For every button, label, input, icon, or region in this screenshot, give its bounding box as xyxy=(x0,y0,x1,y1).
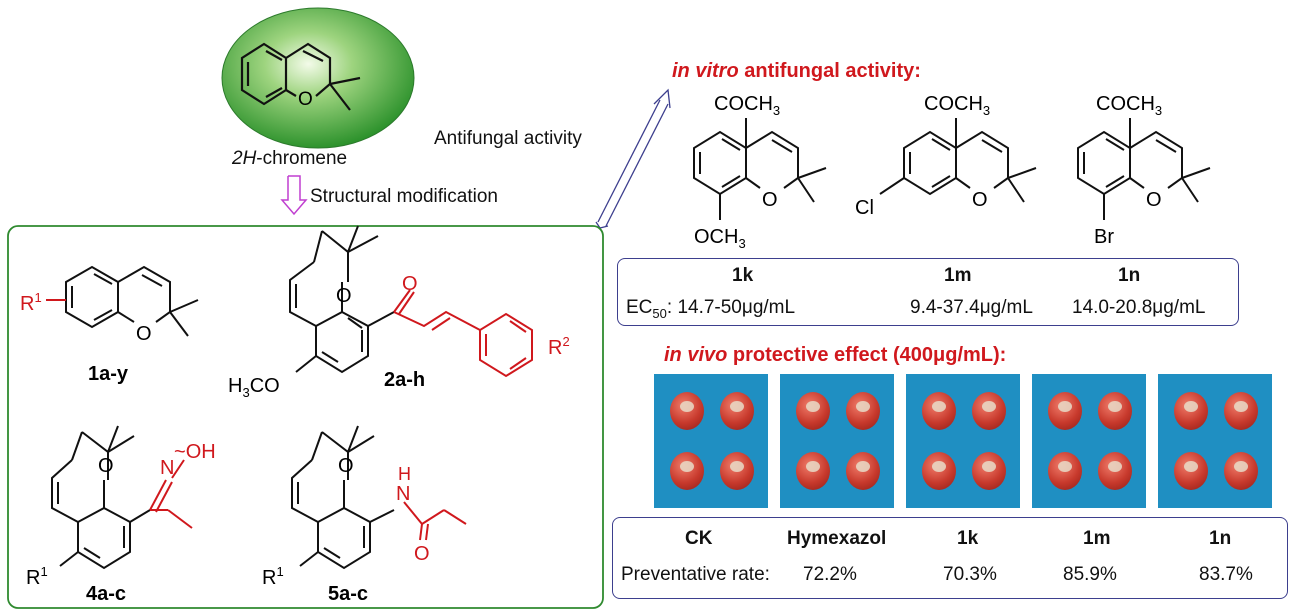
ec50-header-1m: 1m xyxy=(944,265,972,286)
oxygen-1k: O xyxy=(762,189,778,211)
in-vivo-title-rest: protective effect (400μg/mL): xyxy=(727,344,1007,366)
ec50-row: EC50: 14.7-50μg/mL xyxy=(626,297,795,321)
activity-arrow xyxy=(595,88,671,229)
photo-hymexazol xyxy=(780,374,894,508)
acetyl-1n: COCH3 xyxy=(1096,93,1162,118)
label-4a-c: 4a-c xyxy=(86,583,126,605)
scaffold-oxygen: O xyxy=(298,89,313,110)
structure-5a-c: O N H O R1 5a-c xyxy=(262,425,467,605)
structure-1m: COCH3 O Cl xyxy=(855,93,1037,219)
series-box xyxy=(7,225,604,609)
in-vivo-title: in vivo protective effect (400μg/mL): xyxy=(664,344,1006,367)
h3co-2a: H3CO xyxy=(228,375,280,400)
r1-5a: R1 xyxy=(262,564,284,589)
oxygen-1n: O xyxy=(1146,189,1162,211)
structure-1a-y: O R1 1a-y xyxy=(20,265,199,385)
structure-2a-h: O O H3CO R2 2a-h xyxy=(228,225,570,400)
chloro-1m: Cl xyxy=(855,197,874,219)
ec50-box: 1k 1m 1n EC50: 14.7-50μg/mL 9.4-37.4μg/m… xyxy=(617,258,1239,326)
ketone-oxygen-2a: O xyxy=(402,273,418,295)
rate-1m: 83.7% xyxy=(1199,564,1253,585)
ec50-header-1n: 1n xyxy=(1118,265,1141,286)
chromene-scaffold: O xyxy=(221,7,415,149)
scaffold-name-rest: -chromene xyxy=(256,148,348,169)
r1-4a: R1 xyxy=(26,564,48,589)
oxygen-1m: O xyxy=(972,189,988,211)
oh-4a: ~OH xyxy=(174,441,216,463)
row-label: Preventative rate: xyxy=(621,564,770,585)
col-ck: CK xyxy=(685,528,713,549)
nitrogen-5a: N xyxy=(396,483,410,505)
bromo-1n: Br xyxy=(1094,226,1114,248)
ec50-value-1k: 14.7-50μg/mL xyxy=(677,297,796,318)
r2-2a: R2 xyxy=(548,334,570,359)
col-hymexazol: Hymexazol xyxy=(787,528,887,549)
amide-oxygen-5a: O xyxy=(414,543,430,565)
ec50-value-1m: 9.4-37.4μg/mL xyxy=(910,297,1033,318)
ec50-value-1n: 14.0-20.8μg/mL xyxy=(1072,297,1206,318)
col-1n: 1n xyxy=(1209,528,1232,549)
in-vitro-title: in vitro antifungal activity: xyxy=(672,60,921,83)
nitrogen-4a: N xyxy=(160,457,174,479)
oxygen-1a: O xyxy=(136,323,152,345)
ec50-label: EC50: xyxy=(626,297,673,321)
in-vivo-title-italic: in vivo xyxy=(664,344,728,366)
structure-1k: COCH3 O OCH3 xyxy=(693,93,827,251)
methoxy-1k: OCH3 xyxy=(694,226,746,251)
rate-hymexazol: 70.3% xyxy=(943,564,997,585)
label-5a-c: 5a-c xyxy=(328,583,368,605)
acetyl-1m: COCH3 xyxy=(924,93,990,118)
in-vitro-title-italic: in vitro xyxy=(672,60,739,82)
modification-label: Structural modification xyxy=(310,186,498,207)
label-1a-y: 1a-y xyxy=(88,363,129,385)
oxygen-4a: O xyxy=(98,455,114,477)
photo-1m xyxy=(1032,374,1146,508)
structure-1n: COCH3 O Br xyxy=(1077,93,1211,248)
structure-4a-c: O N ~OH R1 4a-c xyxy=(26,425,216,605)
photo-1n xyxy=(1158,374,1272,508)
scaffold-name: 2H-chromene xyxy=(232,148,347,170)
ec50-header-1k: 1k xyxy=(732,265,754,286)
scaffold-name-italic: 2H xyxy=(232,148,257,169)
nh-5a: H xyxy=(398,464,411,484)
photo-1k xyxy=(906,374,1020,508)
in-vitro-title-rest: antifungal activity: xyxy=(738,60,921,82)
oxygen-5a: O xyxy=(338,455,354,477)
modification-arrow xyxy=(280,175,308,216)
col-1k: 1k xyxy=(957,528,979,549)
r1-1a: R1 xyxy=(20,290,42,315)
photo-ck xyxy=(654,374,768,508)
col-1m: 1m xyxy=(1083,528,1111,549)
acetyl-1k: COCH3 xyxy=(714,93,780,118)
rate-1k: 85.9% xyxy=(1063,564,1117,585)
oxygen-2a: O xyxy=(336,285,352,307)
protection-box: CK Hymexazol 1k 1m 1n Preventative rate:… xyxy=(612,517,1288,599)
label-2a-h: 2a-h xyxy=(384,369,425,391)
activity-label: Antifungal activity xyxy=(434,128,582,149)
rate-ck: 72.2% xyxy=(803,564,857,585)
